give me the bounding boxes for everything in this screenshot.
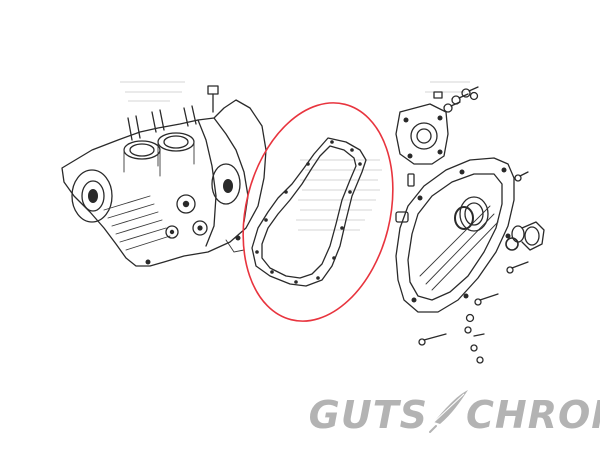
gasket-highlight-ring <box>242 102 394 322</box>
logo-text-chrome: CHROME <box>466 393 600 437</box>
inspection-plug-icon <box>505 221 545 251</box>
inner-plate-icon <box>395 86 479 187</box>
ghost-callout-lines <box>120 81 470 231</box>
primary-cover-gasket-icon <box>242 102 394 322</box>
cover-screws-icon <box>418 171 529 364</box>
guts-chrome-logo: GUTS CHROME <box>309 390 600 437</box>
primary-cover-icon <box>395 157 515 313</box>
logo-text-guts: GUTS <box>309 393 428 437</box>
engine-crankcase-icon <box>61 85 267 267</box>
plate-screws-icon <box>443 86 479 113</box>
feather-icon <box>429 390 468 433</box>
